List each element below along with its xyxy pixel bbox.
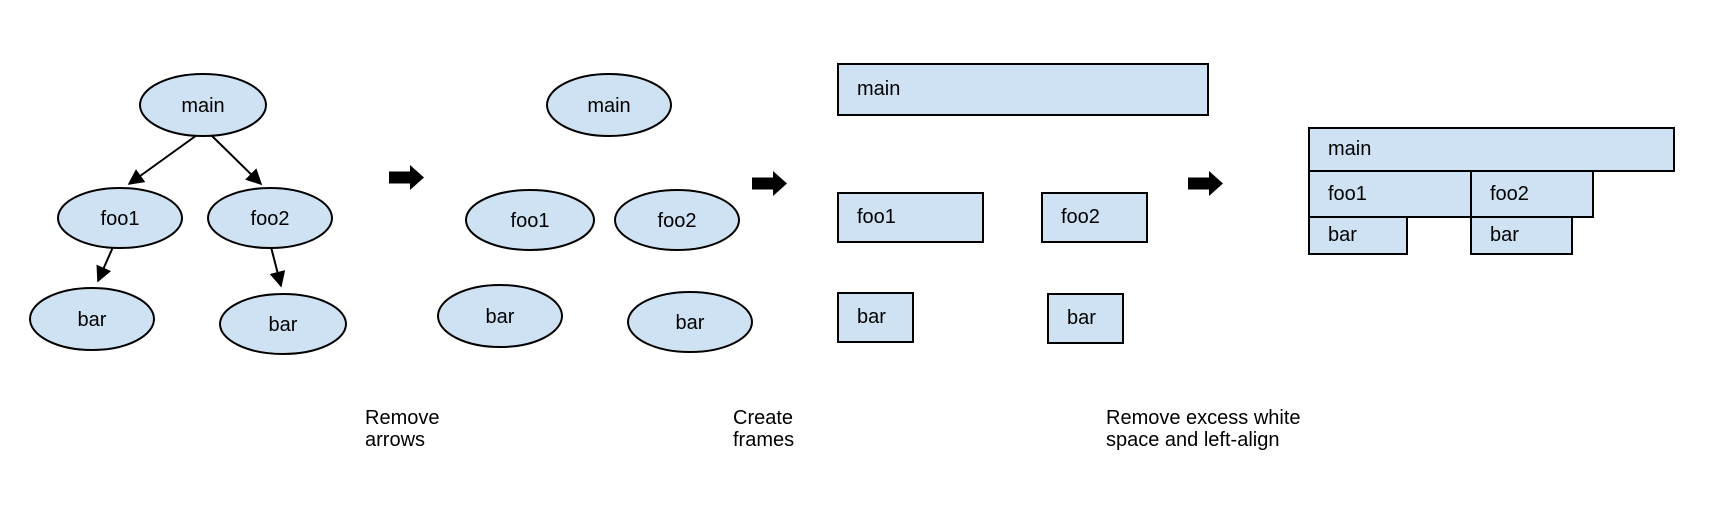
ellipse-shape	[207, 187, 333, 249]
right-block-arrow-icon	[389, 165, 424, 190]
caption-line: Create	[733, 407, 794, 429]
stage2-node-bar-left-label: bar	[486, 306, 515, 328]
stage4-frame-main: main	[1308, 127, 1675, 172]
ellipse-shape	[29, 287, 155, 351]
stage2-node-main-label: main	[587, 95, 630, 117]
stage1-node-foo1-label: foo1	[101, 208, 140, 230]
edge-main-foo1	[127, 134, 198, 185]
stage2-node-bar-right: bar	[627, 291, 753, 353]
stage1-node-foo1: foo1	[57, 187, 183, 249]
caption-create-frames: Create frames	[733, 407, 794, 451]
stage1-node-main-label: main	[181, 95, 224, 117]
right-block-arrow-icon	[752, 171, 787, 196]
caption-left-align: Remove excess white space and left-align	[1106, 407, 1301, 451]
stage2-node-foo1-label: foo1	[511, 210, 550, 232]
edge-foo1-bar	[96, 246, 114, 283]
caption-line: frames	[733, 429, 795, 451]
stage1-node-bar-right: bar	[219, 293, 347, 355]
stage1-node-foo2: foo2	[207, 187, 333, 249]
stage3-frame-foo2: foo2	[1041, 192, 1148, 243]
stage3-frame-bar-right: bar	[1047, 293, 1124, 344]
ellipse-shape	[139, 73, 267, 137]
edge-main-foo2	[210, 134, 263, 186]
edge-foo2-bar	[269, 246, 286, 288]
stage-1-call-tree: main foo1 foo2 bar bar	[29, 73, 347, 355]
stage2-node-foo2: foo2	[614, 189, 740, 251]
stage-2-no-arrows: main foo1 foo2 bar bar	[437, 73, 753, 353]
stage2-node-main: main	[546, 73, 672, 137]
stage1-node-bar-left-label: bar	[78, 309, 107, 331]
stage3-frame-main: main	[837, 63, 1209, 116]
stage2-node-foo2-label: foo2	[658, 210, 697, 232]
stage4-frame-foo2: foo2	[1470, 170, 1594, 218]
stage4-frame-bar-left: bar	[1308, 216, 1408, 255]
stage1-node-bar-left: bar	[29, 287, 155, 351]
stage4-frame-foo1: foo1	[1308, 170, 1473, 218]
stage2-node-foo1: foo1	[465, 189, 595, 251]
stage4-frame-bar-right: bar	[1470, 216, 1573, 255]
stage2-node-bar-right-label: bar	[676, 312, 705, 334]
stage1-node-main: main	[139, 73, 267, 137]
ellipse-shape	[437, 284, 563, 348]
stage1-node-foo2-label: foo2	[251, 208, 290, 230]
ellipse-shape	[465, 189, 595, 251]
caption-remove-arrows: Remove arrows	[365, 407, 439, 451]
caption-line: Remove excess white	[1106, 407, 1301, 429]
ellipse-shape	[219, 293, 347, 355]
ellipse-shape	[627, 291, 753, 353]
stage1-node-bar-right-label: bar	[269, 314, 298, 336]
caption-line: space and left-align	[1106, 429, 1280, 451]
ellipse-shape	[546, 73, 672, 137]
right-block-arrow-icon	[1188, 171, 1223, 196]
ellipse-shape	[57, 187, 183, 249]
stage3-frame-foo1: foo1	[837, 192, 984, 243]
caption-line: arrows	[365, 429, 426, 451]
ellipse-shape	[614, 189, 740, 251]
stage3-frame-bar-left: bar	[837, 292, 914, 343]
caption-line: Remove	[365, 407, 440, 429]
stage2-node-bar-left: bar	[437, 284, 563, 348]
